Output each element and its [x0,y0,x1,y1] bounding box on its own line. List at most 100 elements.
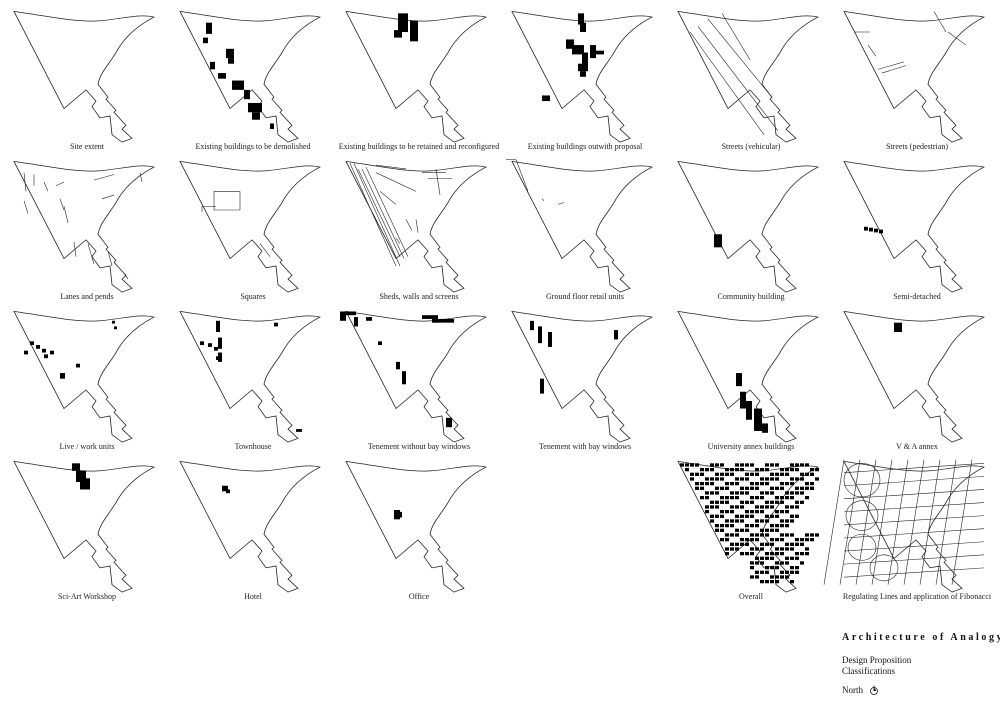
building-block [795,468,799,472]
building-block [785,482,789,486]
building-block [775,552,779,556]
plan-line [357,168,401,257]
building-block [770,575,774,579]
building-block [810,486,814,490]
building-block [795,491,799,495]
building-block [228,58,234,64]
plan-line [353,163,401,267]
building-block [725,524,729,528]
building-block [750,482,754,486]
building-block [422,315,438,319]
building-block [800,538,804,542]
building-block [740,491,744,495]
panel-caption: Site extent [70,142,104,151]
building-block [740,463,744,467]
building-block [614,330,618,340]
building-block [755,561,759,565]
building-block [810,538,814,542]
building-block [710,519,714,523]
building-block [740,468,744,472]
building-block [720,528,724,532]
regulating-line [843,541,985,552]
site-plan-tenement-no-bay [340,311,488,443]
building-block [705,477,709,481]
sheet-subtitle: Design Proposition Classifications [842,655,992,677]
building-block [754,408,762,431]
building-block [60,373,65,379]
building-block [705,510,709,514]
building-block [705,468,709,472]
plan-line [379,191,397,205]
panel-streets-vehicular: Streets (vehicular) [668,4,834,156]
building-block [800,500,804,504]
plan-line [87,243,95,265]
site-plan-retained [345,11,488,143]
panel-caption: Tenement without bay windows [367,442,471,451]
building-block [695,482,699,486]
building-block [869,227,873,232]
building-block [203,37,208,44]
building-block [770,477,774,481]
building-block [730,505,734,509]
building-block [226,48,234,59]
building-block [44,354,48,359]
panel-caption: Townhouse [234,442,272,451]
building-block [775,566,779,570]
building-block [780,500,784,504]
site-plan-streets-pedestrian [843,11,986,143]
building-block [879,229,883,234]
building-block [780,482,784,486]
building-block [705,505,709,509]
building-block [710,482,714,486]
building-block [725,496,729,500]
building-block [740,542,744,546]
building-block [765,468,769,472]
building-block [540,378,544,394]
building-block [770,514,774,518]
building-block [750,463,754,467]
building-block [730,542,734,546]
panel-tenement-no-bay: Tenement without bay windows [336,304,502,456]
plan-line [435,168,441,196]
building-block [770,472,774,476]
building-block [725,472,729,476]
site-plan-tenement-bay [511,311,654,443]
building-block [760,510,764,514]
site-plan-community-building [677,161,820,293]
building-block [296,429,302,432]
building-block [578,13,584,25]
building-block [210,61,215,70]
building-block [740,505,744,509]
building-block [740,477,744,481]
panel-caption: Community building [717,292,785,301]
panel-caption: University annex buildings [707,442,795,451]
site-plan-semi-detached [843,161,986,293]
site-outline [511,161,654,293]
building-block [795,505,799,509]
regulating-line [951,459,973,585]
sheet-title: Architecture of Analogy [842,632,1000,643]
building-block [770,528,774,532]
building-block [780,570,784,574]
building-block [740,486,744,490]
building-block [795,477,799,481]
building-block [745,463,749,467]
site-plan-townhouse [179,311,322,443]
building-block [208,343,212,347]
building-block [566,39,574,49]
plan-line [23,172,27,192]
plan-line [123,273,129,280]
building-block [790,533,794,537]
building-block [795,500,799,504]
building-block [755,556,759,560]
building-block [775,486,779,490]
site-plan-ground-floor-retail [506,159,654,293]
building-block [720,463,724,467]
building-block [735,496,739,500]
panel-live-work: Live / work units [4,304,170,456]
building-block [780,561,784,565]
building-block [745,477,749,481]
site-outline [345,11,488,143]
panel-regulating-lines: Regulating Lines and application of Fibo… [823,454,1000,606]
